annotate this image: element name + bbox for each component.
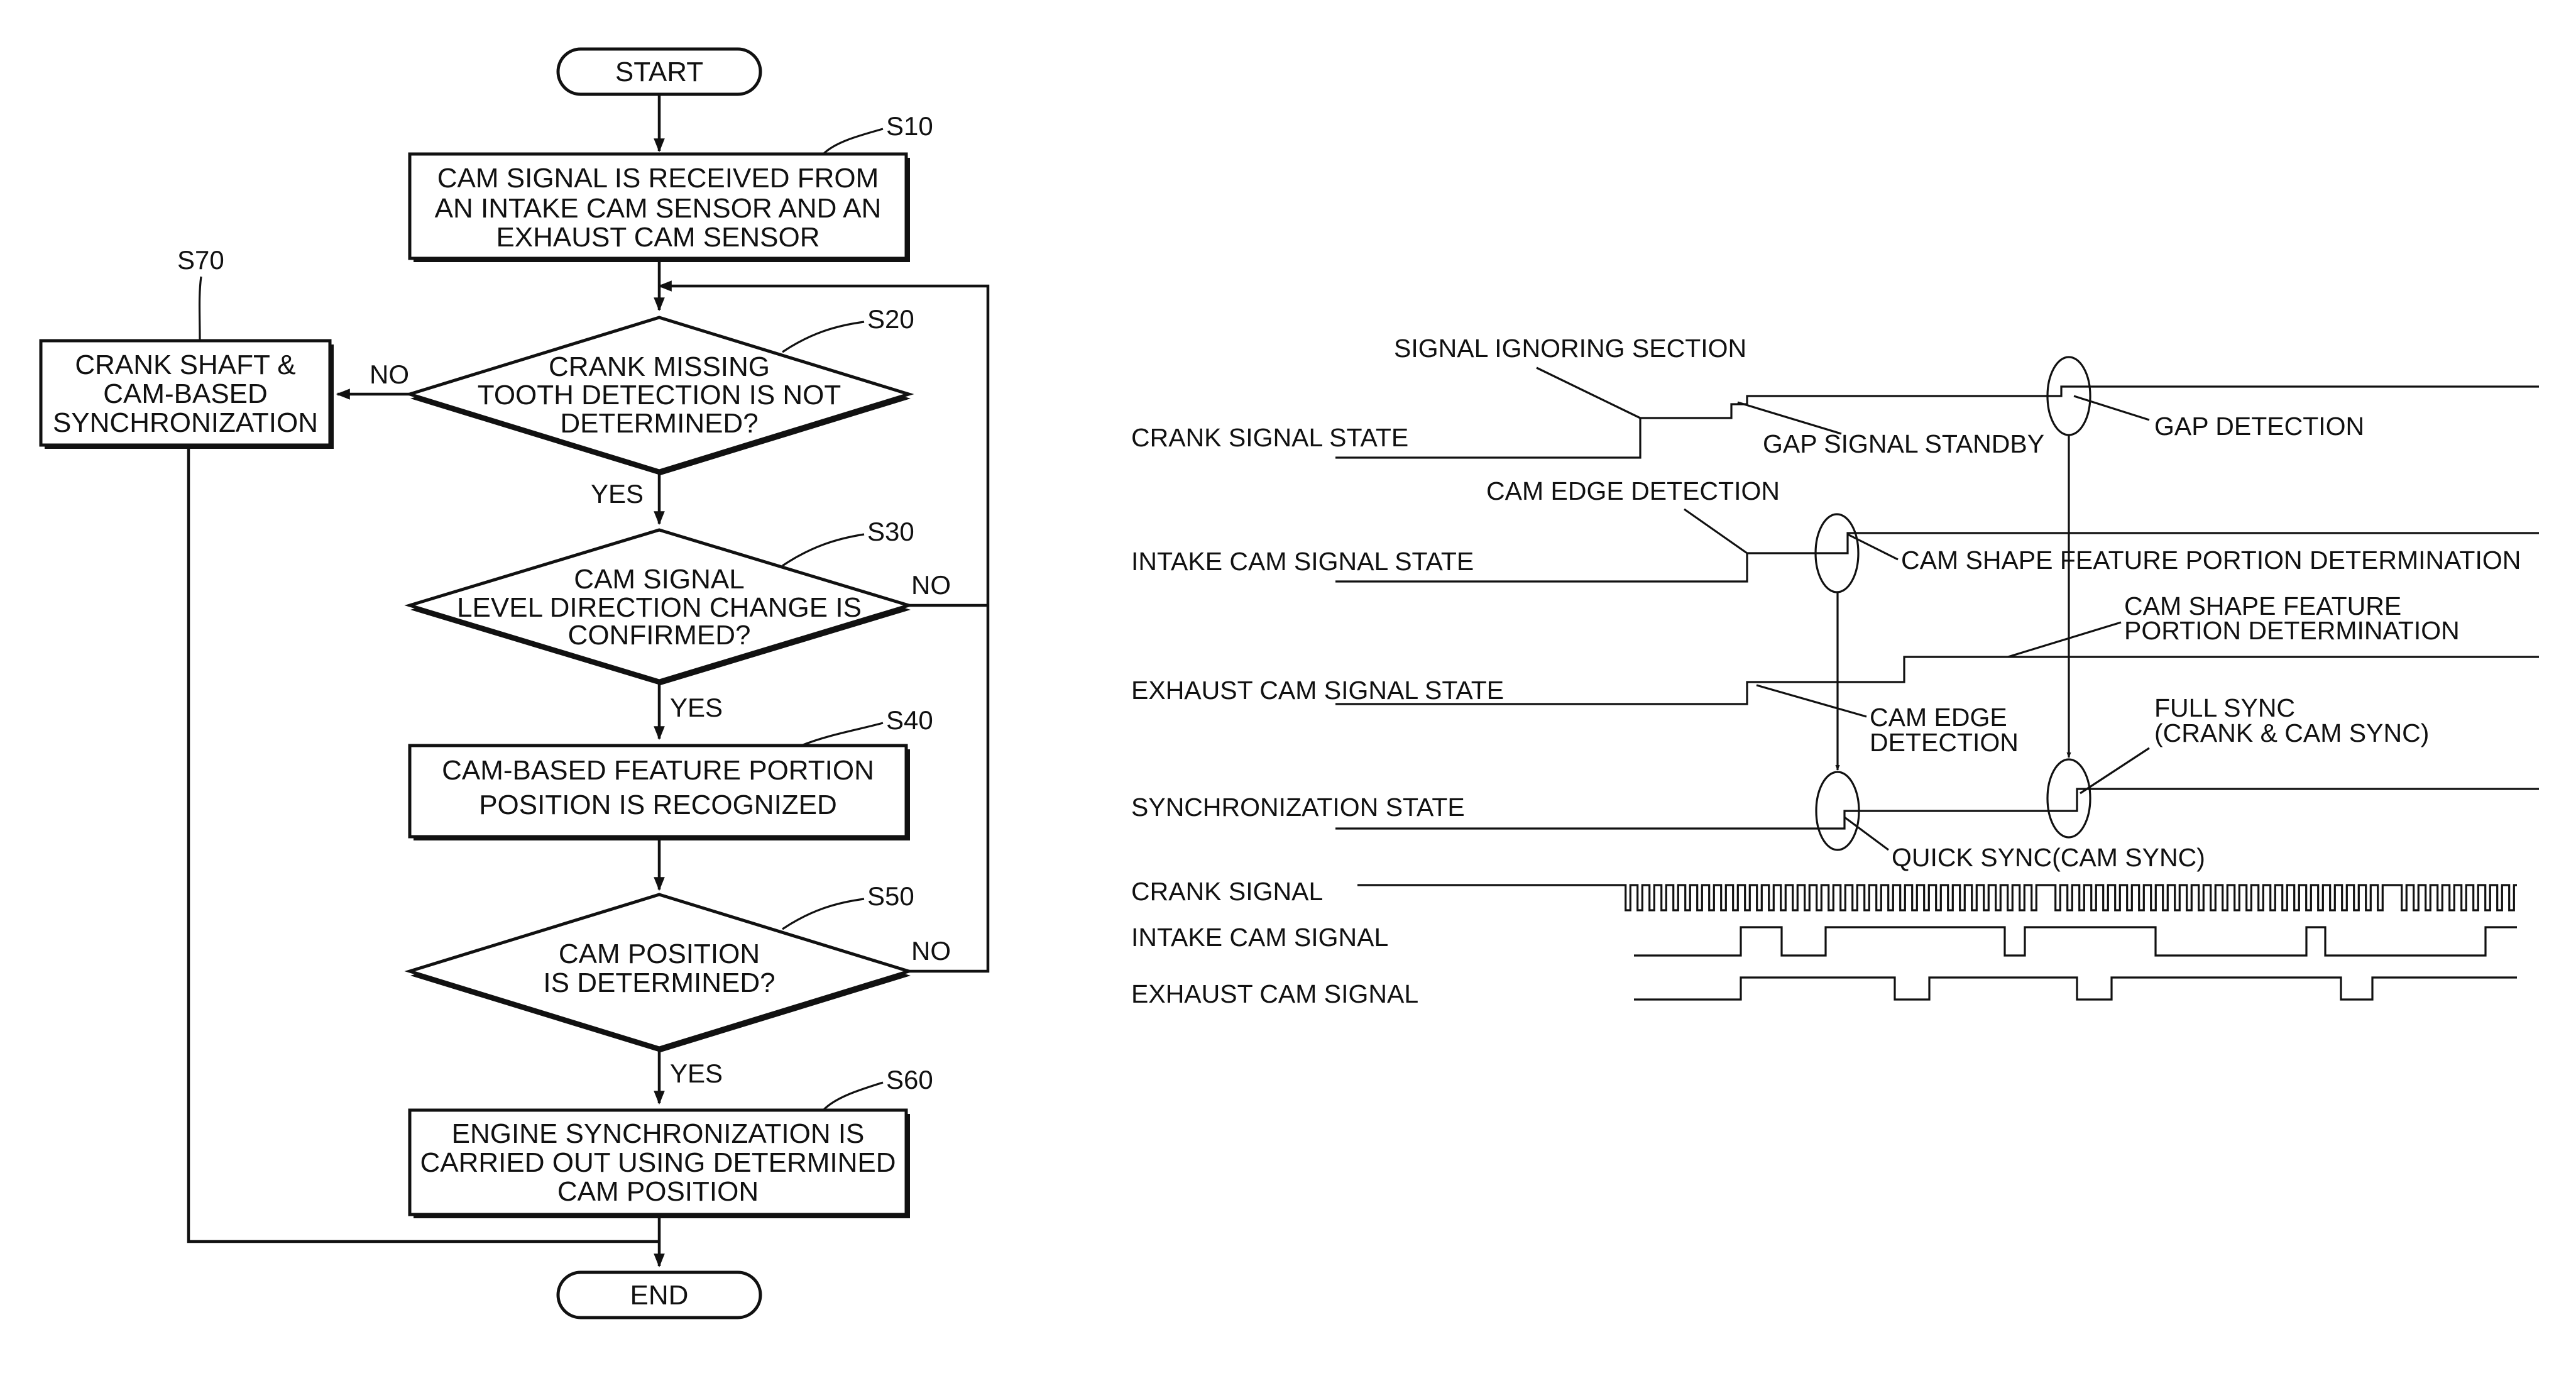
s60-tag: S60 xyxy=(886,1065,933,1094)
s60-line-3: CAM POSITION xyxy=(557,1176,759,1207)
leader-cam-shape-intake xyxy=(1848,534,1898,559)
label-crank-signal: CRANK SIGNAL xyxy=(1131,877,1323,906)
s20-no-label: NO xyxy=(370,360,409,389)
leader-full-sync xyxy=(2080,748,2149,793)
label-exhaust-cam-signal: EXHAUST CAM SIGNAL xyxy=(1131,979,1418,1008)
s30-tag: S30 xyxy=(867,517,914,546)
annotation-full-sync-2: (CRANK & CAM SYNC) xyxy=(2154,719,2429,747)
s40-line-1: CAM-BASED FEATURE PORTION xyxy=(442,755,874,786)
s40-line-2: POSITION IS RECOGNIZED xyxy=(479,790,837,820)
s30-line-1: CAM SIGNAL xyxy=(574,564,744,595)
sync-state-trace xyxy=(1335,789,2539,829)
annotation-cam-shape-intake: CAM SHAPE FEATURE PORTION DETERMINATION xyxy=(1901,546,2521,575)
label-intake-cam-signal: INTAKE CAM SIGNAL xyxy=(1131,923,1388,952)
step-s70: CRANK SHAFT & CAM-BASED SYNCHRONIZATION … xyxy=(41,245,334,449)
annotation-signal-ignoring-section: SIGNAL IGNORING SECTION xyxy=(1394,334,1746,363)
exhaust-cam-signal-wave xyxy=(1634,978,2517,1000)
annotation-quick-sync: QUICK SYNC(CAM SYNC) xyxy=(1892,843,2205,872)
label-synchronization-state: SYNCHRONIZATION STATE xyxy=(1131,793,1465,822)
s20-line-2: TOOTH DETECTION IS NOT xyxy=(478,380,841,410)
step-s40: CAM-BASED FEATURE PORTION POSITION IS RE… xyxy=(410,705,933,840)
annotation-gap-signal-standby: GAP SIGNAL STANDBY xyxy=(1763,429,2044,458)
end-terminal: END xyxy=(558,1272,760,1318)
step-s50: CAM POSITION IS DETERMINED? S50 xyxy=(410,881,914,1052)
annotation-cam-edge-bottom-2: DETECTION xyxy=(1870,728,2019,757)
annotation-cam-edge-detection-top: CAM EDGE DETECTION xyxy=(1486,476,1780,505)
start-terminal: START xyxy=(558,49,760,94)
exhaust-state-trace xyxy=(1335,657,2539,704)
leader-signal-ignoring xyxy=(1537,368,1640,418)
start-label: START xyxy=(615,57,703,87)
s70-tag: S70 xyxy=(177,245,224,275)
label-intake-cam-signal-state: INTAKE CAM SIGNAL STATE xyxy=(1131,547,1474,576)
leader-cam-shape-exhaust xyxy=(2008,622,2121,657)
s70-line-2: CAM-BASED xyxy=(103,378,268,409)
intake-cam-signal-wave xyxy=(1634,927,2517,956)
annotation-gap-detection: GAP DETECTION xyxy=(2154,412,2364,441)
s60-line-2: CARRIED OUT USING DETERMINED xyxy=(420,1147,896,1178)
step-s10: CAM SIGNAL IS RECEIVED FROM AN INTAKE CA… xyxy=(410,111,933,262)
label-crank-signal-state: CRANK SIGNAL STATE xyxy=(1131,423,1408,452)
s30-yes-label: YES xyxy=(670,693,723,722)
s20-line-1: CRANK MISSING xyxy=(549,351,770,382)
timing-diagram: CRANK SIGNAL STATE INTAKE CAM SIGNAL STA… xyxy=(1131,334,2539,1008)
label-exhaust-cam-signal-state: EXHAUST CAM SIGNAL STATE xyxy=(1131,676,1504,705)
s70-line-1: CRANK SHAFT & xyxy=(75,350,295,380)
s40-tag: S40 xyxy=(886,705,933,735)
end-label: END xyxy=(630,1280,689,1311)
s50-yes-label: YES xyxy=(670,1059,723,1088)
s30-line-3: CONFIRMED? xyxy=(568,620,751,651)
s20-line-3: DETERMINED? xyxy=(560,408,758,439)
s50-no-label: NO xyxy=(911,936,951,966)
annotation-cam-shape-exhaust-2: PORTION DETERMINATION xyxy=(2124,616,2460,645)
crank-signal-pulses xyxy=(1621,885,2517,910)
s10-line-3: EXHAUST CAM SENSOR xyxy=(496,222,819,253)
s20-tag: S20 xyxy=(867,304,914,334)
step-s30: CAM SIGNAL LEVEL DIRECTION CHANGE IS CON… xyxy=(410,517,914,685)
full-sync-marker xyxy=(2047,759,2090,837)
flowchart: START CAM SIGNAL IS RECEIVED FROM AN INT… xyxy=(41,49,988,1318)
s10-line-1: CAM SIGNAL IS RECEIVED FROM xyxy=(437,163,879,194)
s50-line-1: CAM POSITION xyxy=(559,939,760,969)
s20-yes-label: YES xyxy=(591,479,644,509)
step-s20: CRANK MISSING TOOTH DETECTION IS NOT DET… xyxy=(410,304,914,475)
s50-tag: S50 xyxy=(867,881,914,911)
s10-tag: S10 xyxy=(886,111,933,141)
s10-line-2: AN INTAKE CAM SENSOR AND AN xyxy=(435,193,882,224)
leader-cam-edge-top xyxy=(1684,509,1747,553)
leader-cam-edge-bottom xyxy=(1757,685,1866,717)
leader-quick-sync xyxy=(1844,817,1888,850)
s30-line-2: LEVEL DIRECTION CHANGE IS xyxy=(457,592,862,623)
s70-line-3: SYNCHRONIZATION xyxy=(53,407,318,438)
s30-no-label: NO xyxy=(911,570,951,600)
s60-line-1: ENGINE SYNCHRONIZATION IS xyxy=(452,1118,865,1149)
leader-gap-detection xyxy=(2074,396,2149,420)
s50-line-2: IS DETERMINED? xyxy=(543,967,775,998)
